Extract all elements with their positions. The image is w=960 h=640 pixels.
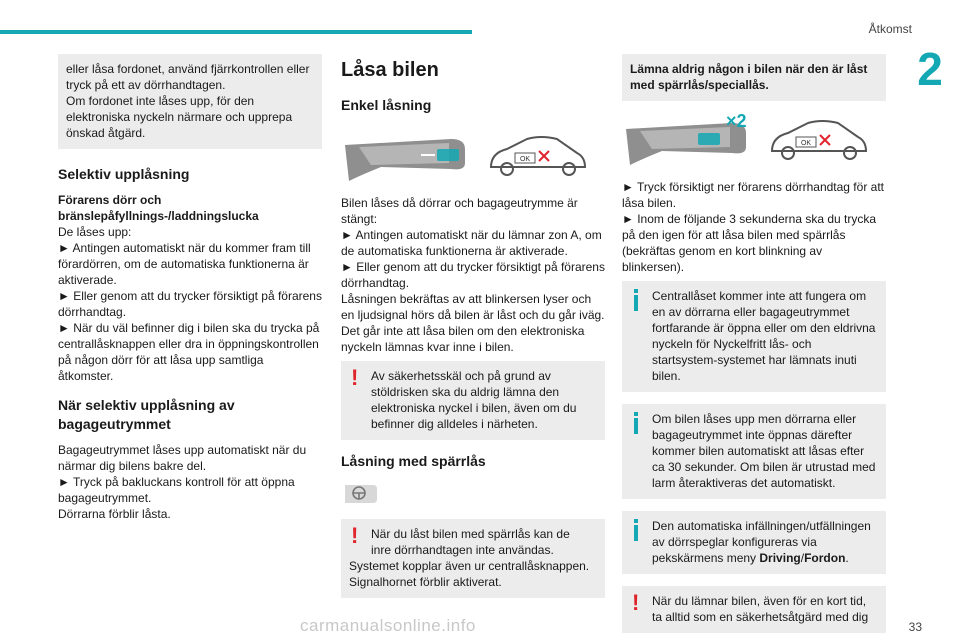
door-handle-double-press-illustration: ×2 OK <box>626 111 868 165</box>
info-first-line: Om bilen låses upp men dörrarna eller <box>652 412 857 426</box>
warning-icon: ! <box>351 523 359 548</box>
body-line: Det går inte att låsa bilen om den elekt… <box>341 324 585 354</box>
page-title: Låsa bilen <box>341 59 439 81</box>
menu-fordon: Fordon <box>804 551 846 565</box>
column-1: eller låsa fordonet, använd fjärrkontrol… <box>58 54 322 522</box>
watermark: carmanualsonline.info <box>300 616 476 635</box>
warning-text: inre dörrhandtagen inte användas. <box>371 543 554 557</box>
info-icon <box>634 412 638 434</box>
deadlock-symbol <box>341 479 605 509</box>
warning-text: ta alltid som en säkerhetsåtgärd med dig <box>652 610 869 624</box>
body-line: ► Eller genom att du trycker försiktigt … <box>341 260 605 290</box>
body-line: ► När du väl befinner dig i bilen ska du… <box>58 321 320 383</box>
double-press-label: ×2 <box>726 111 747 131</box>
menu-separator: / <box>800 551 805 565</box>
info-text-end: . <box>845 551 849 565</box>
info-first-line: Den automatiska infällningen/utfällninge… <box>652 519 871 533</box>
simple-lock-heading: Enkel låsning <box>341 97 432 113</box>
info-icon <box>634 519 638 541</box>
warning-first-line: När du låst bilen med spärrlås kan de <box>371 527 570 541</box>
info-box-central-lock: Centrallåset kommer inte att fungera om … <box>622 281 886 392</box>
body-line: Bagageutrymmet låses upp automatiskt när… <box>58 443 307 473</box>
body-line: De låses upp: <box>58 225 132 239</box>
body-line: ► Tryck på bakluckans kontroll för att ö… <box>58 475 295 505</box>
selective-unlock-heading: Selektiv upplåsning <box>58 166 190 182</box>
car-icon: OK <box>489 136 587 176</box>
trunk-unlock-heading: När selektiv upplåsning av bagageutrymme… <box>58 397 235 432</box>
warning-first-line: När du lämnar bilen, även för en kort ti… <box>652 594 867 608</box>
intro-box: eller låsa fordonet, använd fjärrkontrol… <box>58 54 322 149</box>
info-icon <box>634 289 638 311</box>
car-icon: OK <box>770 120 868 160</box>
body-line: ► Eller genom att du trycker försiktigt … <box>58 289 322 319</box>
deadlock-heading: Låsning med spärrlås <box>341 453 486 469</box>
body-line: Dörrarna förblir låsta. <box>58 507 171 521</box>
deadlock-illustration: ×2 OK <box>622 107 886 173</box>
info-box-auto-relock: Om bilen låses upp men dörrarna eller ba… <box>622 404 886 499</box>
door-handle-illustration: OK <box>345 136 587 181</box>
ok-label: OK <box>801 140 811 147</box>
note-text: Lämna aldrig någon i bilen när den är lå… <box>630 62 868 92</box>
column-3: Lämna aldrig någon i bilen när den är lå… <box>622 54 886 633</box>
intro-line: Om fordonet inte låses upp, för den elek… <box>66 94 293 140</box>
info-text: av dörrspeglar konfigureras via pekskärm… <box>630 534 878 566</box>
warning-box-leave: ! När du lämnar bilen, även för en kort … <box>622 586 886 633</box>
warning-text: stöldrisken ska du aldrig lämna den elek… <box>371 385 577 431</box>
section-title: Åtkomst <box>868 22 912 36</box>
column-2: Låsa bilen Enkel låsning OK Bilen låses … <box>341 54 605 598</box>
body-line: Bilen låses då dörrar och bagageutrymme … <box>341 196 578 226</box>
info-box-mirrors: Den automatiska infällningen/utfällninge… <box>622 511 886 574</box>
page-number: 33 <box>908 620 922 634</box>
lock-illustration: OK <box>341 123 605 189</box>
body-line: ► Inom de följande 3 sekunderna ska du t… <box>622 212 877 274</box>
info-text: en av dörrarna eller bagageutrymmet fort… <box>652 305 876 383</box>
menu-driving: Driving <box>759 551 801 565</box>
warning-text: Systemet kopplar även ur centrallåsknapp… <box>349 559 590 573</box>
header-accent-bar <box>0 30 472 34</box>
warning-icon: ! <box>632 590 640 615</box>
info-first-line: Centrallåset kommer inte att fungera om <box>652 289 867 303</box>
note-box: Lämna aldrig någon i bilen när den är lå… <box>622 54 886 101</box>
warning-text: Signalhornet förblir aktiverat. <box>349 575 502 589</box>
body-line: ► Tryck försiktigt ner förarens dörrhand… <box>622 180 884 210</box>
warning-first-line: Av säkerhetsskäl och på grund av <box>371 369 551 383</box>
body-line: ► Antingen automatiskt när du kommer fra… <box>58 241 311 287</box>
info-text: bagageutrymmet inte öppnas därefter komm… <box>652 428 876 490</box>
body-line: Låsningen bekräftas av att blinkersen ly… <box>341 292 605 322</box>
steering-wheel-icon <box>345 485 377 503</box>
warning-box-deadlock: ! När du låst bilen med spärrlås kan de … <box>341 519 605 598</box>
info-text-part: av dörrspeglar konfigureras via pekskärm… <box>652 535 817 565</box>
chapter-number: 2 <box>917 43 943 95</box>
body-line: ► Antingen automatiskt när du lämnar zon… <box>341 228 602 258</box>
intro-line: eller låsa fordonet, använd fjärrkontrol… <box>66 62 310 92</box>
ok-label: OK <box>520 156 530 163</box>
warning-icon: ! <box>351 365 359 390</box>
driver-door-heading: Förarens dörr och bränslepåfyllnings-/la… <box>58 193 259 223</box>
warning-box-theft: ! Av säkerhetsskäl och på grund av stöld… <box>341 361 605 440</box>
